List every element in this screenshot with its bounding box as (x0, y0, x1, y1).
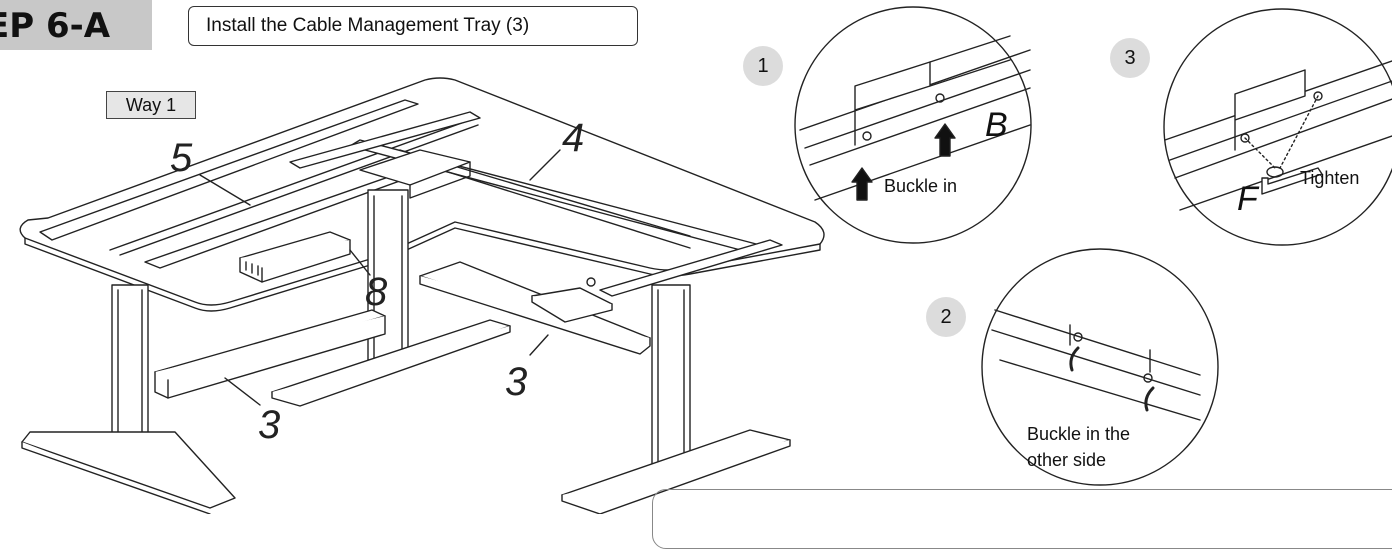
cable-tray-left (154, 309, 386, 399)
detail-2-illustration (981, 248, 1219, 486)
detail-3-callout: Tighten (1300, 168, 1360, 188)
leg-right (561, 284, 791, 514)
detail-1-letter-b: B (985, 106, 1008, 144)
part-label-3-left: 3 (258, 403, 281, 447)
part-label-8: 8 (365, 270, 388, 314)
front-left-rail (39, 99, 479, 269)
handset (531, 277, 613, 323)
detail-1-number: 1 (743, 46, 783, 86)
part-label-3-right: 3 (505, 360, 528, 404)
detail-2-callout-line-1: Buckle in the (1027, 424, 1131, 444)
detail-3-letter-f: F (1237, 180, 1258, 218)
detail-3-illustration (1163, 8, 1392, 246)
corner-bracket (359, 149, 471, 199)
step-badge: EP 6-A (0, 0, 152, 50)
detail-3-number: 3 (1110, 38, 1150, 78)
leg-middle (271, 189, 511, 407)
leader-lines (199, 149, 561, 406)
part-label-4: 4 (562, 116, 585, 160)
detail-2-callout-line-2: other side (1027, 450, 1107, 470)
step-title: Install the Cable Management Tray (3) (188, 6, 638, 46)
control-box (239, 231, 351, 283)
desk-frame-illustration (19, 6, 1392, 514)
leg-left (21, 284, 236, 514)
way-label: Way 1 (106, 91, 196, 119)
detail-2-number: 2 (926, 297, 966, 337)
detail-1-illustration (794, 6, 1032, 244)
note-box (652, 489, 1392, 549)
part-label-5: 5 (170, 136, 193, 180)
detail-1-callout: Buckle in (884, 176, 958, 196)
